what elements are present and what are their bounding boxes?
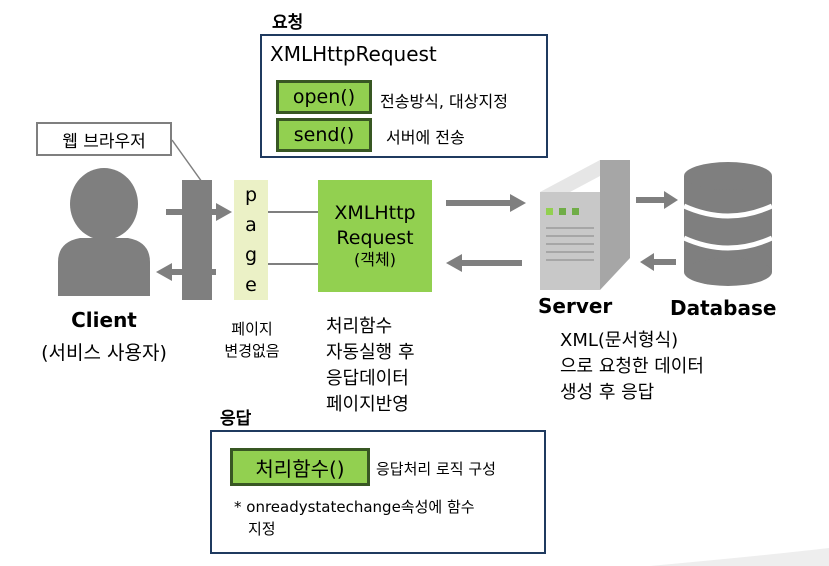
server-to-xhr-arrow (446, 254, 522, 272)
client-person-icon (58, 168, 150, 296)
request-box: XMLHttpRequest open() 전송방식, 대상지정 send() … (260, 34, 548, 158)
handler-note-line3: 응답데이터 (326, 368, 409, 389)
server-desc-line3: 생성 후 응답 (560, 382, 655, 403)
xhr-object-line1: XMLHttp (334, 201, 416, 224)
response-box: 처리함수() 응답처리 로직 구성 * onreadystatechange속성… (210, 430, 546, 554)
page-column: p a g e (234, 180, 268, 300)
database-icon (682, 162, 774, 286)
open-method-desc: 전송방식, 대상지정 (380, 92, 508, 111)
client-desc: (서비스 사용자) (41, 342, 167, 364)
response-heading: 응답 (220, 409, 252, 429)
handler-function-box: 처리함수() (230, 448, 370, 486)
page-note-line1: 페이지 (231, 320, 273, 338)
handler-function-label: 처리함수() (255, 456, 345, 481)
page-letter-e: e (245, 274, 257, 296)
send-method-desc: 서버에 전송 (386, 128, 465, 147)
send-method-box: send() (276, 118, 372, 152)
page-note-line2: 변경없음 (224, 342, 280, 360)
page-letter-p: p (244, 184, 258, 206)
server-name: Server (538, 294, 613, 318)
corner-swoosh-decoration (650, 548, 829, 566)
open-method-box: open() (276, 80, 372, 114)
database-name: Database (670, 296, 777, 320)
xhr-object-line2: Request (336, 226, 414, 249)
xhr-to-server-arrow (446, 194, 526, 212)
server-to-database-arrow (636, 191, 678, 209)
page-letter-g: g (244, 244, 258, 266)
database-to-server-arrow (640, 253, 676, 271)
xhr-object-line3: (객체) (354, 250, 396, 270)
request-heading: 요청 (272, 13, 304, 33)
browser-label-connector (171, 139, 203, 183)
handler-note-line4: 페이지반영 (326, 394, 409, 415)
request-title: XMLHttpRequest (270, 42, 437, 66)
browser-label-box: 웹 브라우저 (36, 122, 172, 156)
handler-function-desc: 응답처리 로직 구성 (376, 460, 496, 478)
xhr-object-box: XMLHttp Request (객체) (318, 180, 432, 292)
client-name: Client (71, 308, 137, 332)
server-desc-line1: XML(문서형식) (560, 330, 679, 351)
send-method-label: send() (293, 124, 355, 146)
open-method-label: open() (292, 86, 356, 108)
page-letter-a: a (245, 214, 257, 236)
handler-note-line2: 자동실행 후 (326, 342, 415, 363)
response-note-line2: 지정 (248, 520, 276, 538)
handler-note-line1: 처리함수 (326, 316, 393, 337)
server-desc-line2: 으로 요청한 데이터 (560, 356, 704, 377)
browser-label: 웹 브라우저 (62, 131, 146, 152)
server-icon (540, 160, 630, 290)
response-note-line1: * onreadystatechange속성에 함수 (234, 498, 475, 516)
browser-bar (182, 180, 212, 300)
